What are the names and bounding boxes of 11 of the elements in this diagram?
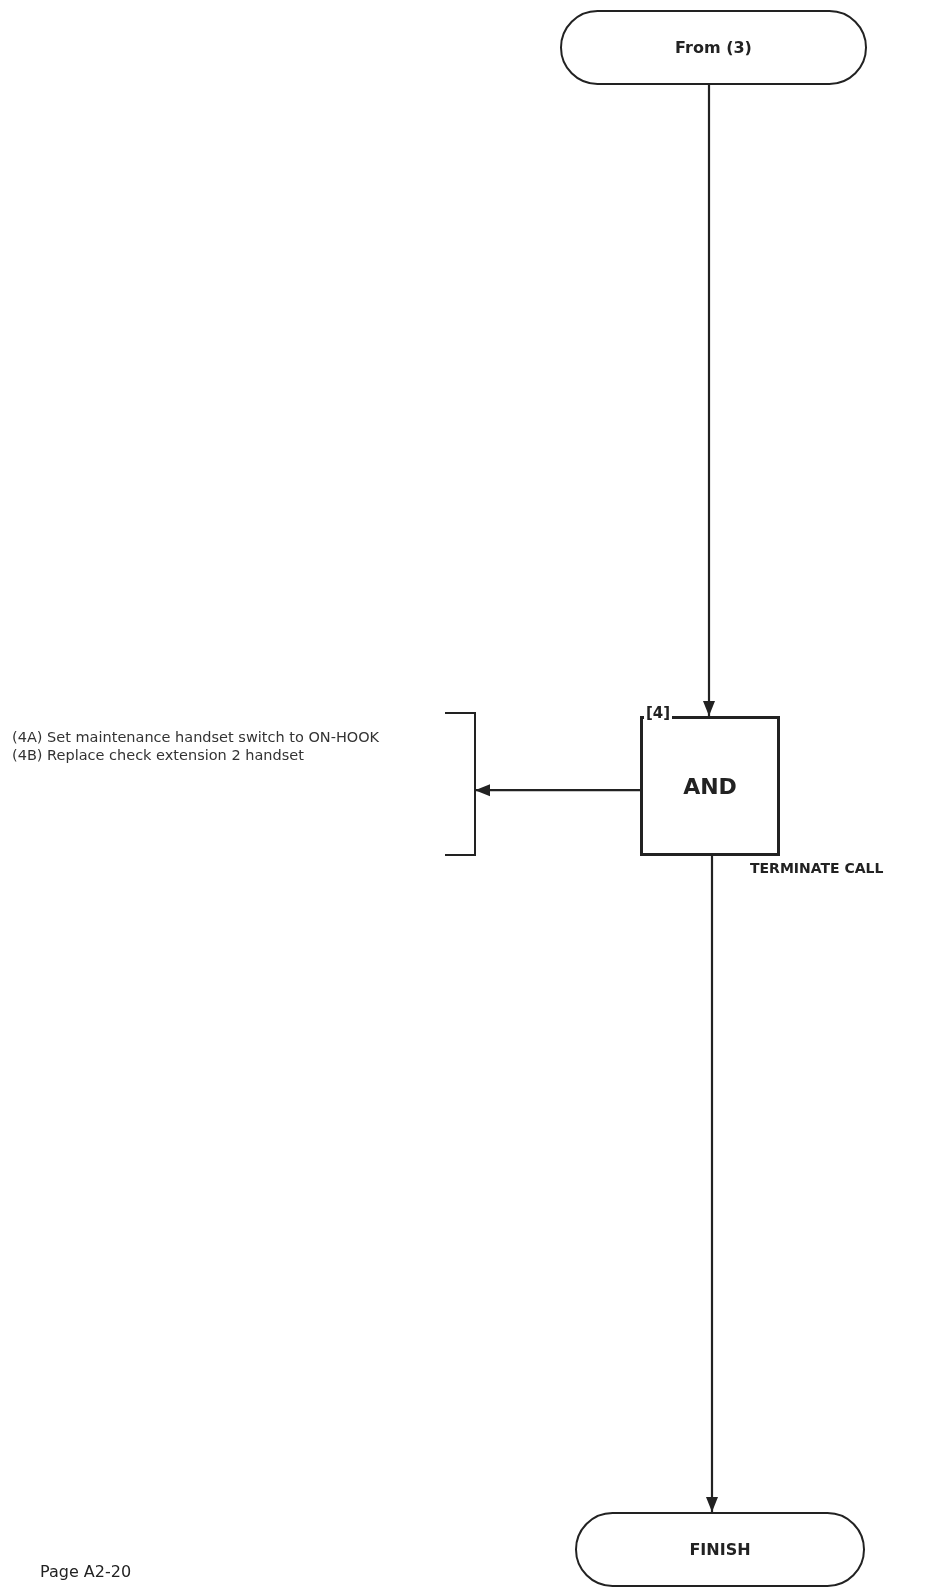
node-label: From (3)	[675, 38, 752, 57]
node-label: AND	[683, 773, 737, 799]
page-number: Page A2-20	[40, 1562, 132, 1581]
edge-label: TERMINATE CALL	[750, 860, 884, 876]
arrow	[705, 856, 719, 1512]
arrow	[702, 85, 716, 716]
note-item: (4B) Replace check extension 2 handset	[12, 746, 305, 764]
node-label: FINISH	[689, 1540, 751, 1559]
step-number: [4]	[644, 704, 673, 722]
note-item: (4A) Set maintenance handset switch to ON-HOOK	[12, 728, 381, 746]
arrow	[475, 784, 640, 797]
